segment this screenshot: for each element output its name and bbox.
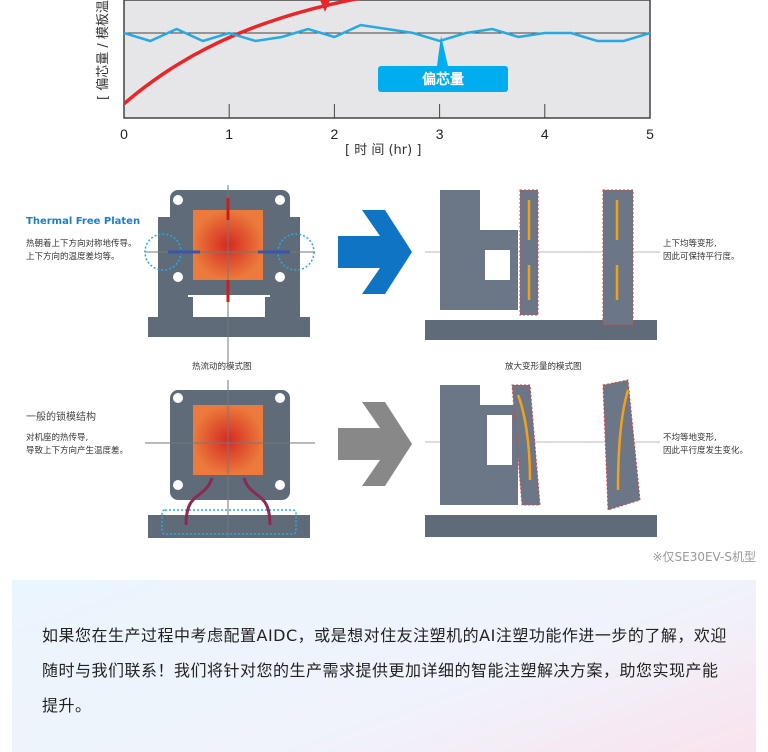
offset-tag: 偏芯量 [378, 66, 508, 92]
desc-line: 上下方向的温度差均等。 [26, 252, 120, 262]
heat-flow-caption: 热流动的模式图 [192, 362, 252, 372]
bottom-description: 对机座的热传导, 导致上下方向产生温度差。 [26, 432, 128, 458]
x-tick-label: 5 [646, 126, 654, 142]
general-platen-diagram [145, 380, 315, 538]
top-right-description: 上下均等变形, 因此可保持平行度。 [663, 238, 740, 264]
offset-pointer [437, 36, 448, 66]
x-tick-label: 4 [540, 126, 549, 142]
desc-line: 因此可保持平行度。 [663, 252, 740, 262]
temperature-pointer [320, 0, 330, 12]
offset-line [123, 23, 651, 43]
deformed-platen-uniform [425, 189, 657, 340]
contact-text: 如果您在生产过程中考虑配置AIDC，或是想对住友注塑机的AI注塑功能作进一步的了… [42, 626, 727, 715]
desc-line: 上下均等变形, [663, 239, 717, 249]
plot-area [123, 0, 651, 119]
top-description: 热朝着上下方向对称地传导。 上下方向的温度差均等。 [26, 238, 137, 264]
platen-diagrams [144, 185, 660, 538]
general-structure-title: 一般的锁模结构 [26, 412, 96, 423]
arrow-right-blue-icon [338, 210, 412, 294]
contact-info-box: 如果您在生产过程中考虑配置AIDC，或是想对住友注塑机的AI注塑功能作进一步的了… [12, 580, 756, 752]
desc-line: 不均等地变形, [663, 433, 717, 443]
temperature-line [122, 0, 360, 106]
desc-line: 因此平行度发生变化。 [663, 446, 749, 456]
desc-line: 热朝着上下方向对称地传导。 [26, 239, 137, 249]
x-tick-label: 0 [120, 126, 128, 142]
deformed-platen-uneven [425, 379, 657, 537]
desc-line: 导致上下方向产生温度差。 [26, 446, 129, 456]
x-tick-label: 2 [330, 126, 339, 142]
bottom-right-description: 不均等地变形, 因此平行度发生变化。 [663, 432, 748, 458]
arrow-right-gray-icon [338, 402, 412, 486]
thermal-free-platen-title: Thermal Free Platen [26, 216, 141, 227]
x-tick-label: 3 [435, 126, 444, 142]
y-axis-label: [ 偏芯量 / 模板温 [96, 0, 111, 100]
x-axis-label: [ 时 间 (hr) ] [345, 143, 422, 158]
deviation-chart [122, 0, 651, 119]
x-tick-label: 1 [225, 126, 234, 142]
deformation-caption: 放大变形量的模式图 [505, 362, 582, 372]
thermal-free-platen-diagram [144, 185, 315, 370]
desc-line: 对机座的热传导, [26, 433, 89, 443]
model-note: ※仅SE30EV-S机型 [652, 550, 756, 564]
